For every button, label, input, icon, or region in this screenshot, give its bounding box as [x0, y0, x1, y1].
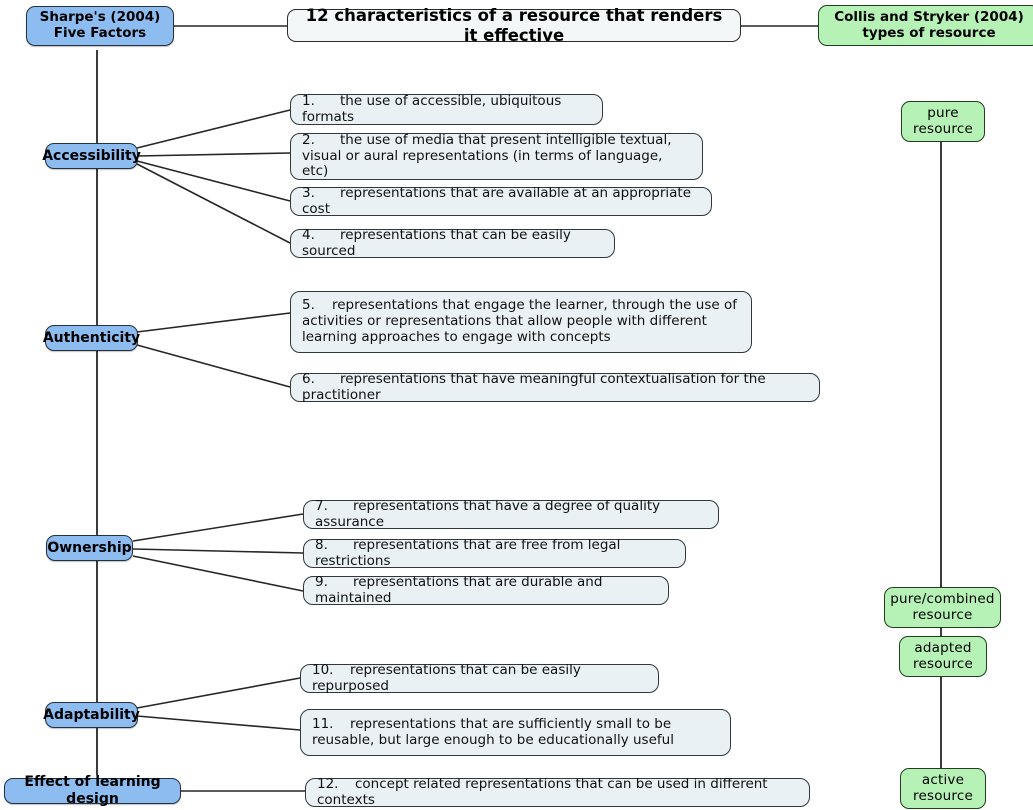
- characteristic-4-content: 4.representations that can be easily sou…: [302, 226, 604, 260]
- characteristic-12-content: 12.concept related representations that …: [317, 775, 799, 809]
- factor-authenticity-label: Authenticity: [42, 329, 141, 346]
- characteristic-item-9[interactable]: 9.representations that are durable and m…: [303, 573, 669, 607]
- characteristic-2-text: the use of media that present intelligib…: [302, 131, 672, 180]
- resource-pure[interactable]: pure resource: [901, 101, 985, 142]
- resource-active-line1: active: [921, 771, 965, 788]
- link-accessibility-4: [136, 163, 291, 244]
- resource-adapted-line2: resource: [913, 655, 973, 672]
- diagram-title-text: 12 characteristics of a resource that re…: [305, 6, 723, 45]
- characteristic-item-2[interactable]: 2.the use of media that present intellig…: [290, 131, 703, 181]
- characteristic-4-text: representations that can be easily sourc…: [302, 226, 571, 259]
- characteristic-item-5[interactable]: 5.representations that engage the learne…: [290, 291, 752, 353]
- resource-pure-combined[interactable]: pure/combined resource: [884, 587, 1001, 628]
- characteristic-item-8[interactable]: 8.representations that are free from leg…: [303, 536, 686, 570]
- characteristic-10-text: representations that can be easily repur…: [312, 661, 581, 694]
- resource-pure-line2: resource: [913, 120, 973, 137]
- characteristic-3-text: representations that are available at an…: [302, 184, 692, 217]
- diagram-title[interactable]: 12 characteristics of a resource that re…: [287, 6, 741, 45]
- characteristic-5-number: 5.: [302, 297, 315, 314]
- characteristic-item-11[interactable]: 11.representations that are sufficiently…: [300, 709, 731, 756]
- resource-adapted[interactable]: adapted resource: [899, 636, 987, 677]
- factor-adaptability[interactable]: Adaptability: [43, 702, 140, 728]
- characteristic-9-text: representations that are durable and mai…: [315, 573, 603, 606]
- characteristic-7-text: representations that have a degree of qu…: [315, 497, 661, 530]
- characteristic-9-content: 9.representations that are durable and m…: [315, 573, 658, 607]
- characteristic-8-text: representations that are free from legal…: [315, 536, 621, 569]
- characteristic-item-3[interactable]: 3.representations that are available at …: [290, 184, 712, 218]
- characteristic-12-text: concept related representations that can…: [317, 775, 768, 808]
- header-sharpe-line2: Five Factors: [53, 25, 147, 41]
- characteristic-6-text: representations that have meaningful con…: [302, 370, 766, 403]
- resource-pure-line1: pure: [927, 104, 959, 121]
- resource-pure-combined-line1: pure/combined: [890, 590, 995, 607]
- characteristic-item-1[interactable]: 1.the use of accessible, ubiquitous form…: [290, 92, 603, 126]
- link-authenticity-5: [136, 312, 291, 333]
- factor-accessibility[interactable]: Accessibility: [42, 143, 141, 169]
- link-ownership-7: [132, 513, 304, 542]
- characteristic-8-content: 8.representations that are free from leg…: [315, 536, 675, 570]
- characteristic-item-4[interactable]: 4.representations that can be easily sou…: [290, 226, 615, 260]
- characteristic-11-number: 11.: [312, 715, 334, 732]
- header-collis-line2: types of resource: [862, 24, 996, 41]
- characteristic-item-12[interactable]: 12.concept related representations that …: [305, 775, 810, 809]
- characteristic-3-number: 3.: [302, 184, 315, 201]
- factor-effect-of-learning-design[interactable]: Effect of learning design: [4, 774, 181, 807]
- characteristic-1-text: the use of accessible, ubiquitous format…: [302, 92, 562, 125]
- characteristic-11-content: 11.representations that are sufficiently…: [312, 715, 720, 749]
- header-sharpe-line1: Sharpe's (2004): [39, 9, 161, 26]
- resource-active-line2: resource: [913, 787, 973, 804]
- link-accessibility-3: [136, 160, 291, 202]
- characteristic-3-content: 3.representations that are available at …: [302, 184, 701, 218]
- link-authenticity-6: [136, 344, 291, 388]
- factor-effect-label: Effect of learning design: [24, 774, 161, 807]
- factor-ownership-label: Ownership: [47, 539, 132, 556]
- factor-authenticity[interactable]: Authenticity: [42, 325, 141, 351]
- characteristic-7-number: 7.: [315, 497, 328, 514]
- characteristic-7-content: 7.representations that have a degree of …: [315, 497, 708, 531]
- resource-pure-combined-line2: resource: [912, 606, 973, 623]
- link-adaptability-10: [136, 677, 301, 709]
- link-adaptability-11: [136, 715, 301, 731]
- characteristic-5-content: 5.representations that engage the learne…: [302, 297, 741, 346]
- characteristic-4-number: 4.: [302, 226, 315, 243]
- resource-adapted-line1: adapted: [914, 639, 972, 656]
- characteristic-1-number: 1.: [302, 92, 315, 109]
- characteristic-8-number: 8.: [315, 536, 328, 553]
- link-ownership-8: [132, 548, 304, 554]
- characteristic-11-text: representations that are sufficiently sm…: [312, 715, 674, 748]
- factor-adaptability-label: Adaptability: [43, 706, 140, 723]
- resource-active[interactable]: active resource: [900, 768, 986, 809]
- factor-accessibility-label: Accessibility: [42, 147, 141, 164]
- header-collis-line1: Collis and Stryker (2004): [834, 8, 1024, 25]
- characteristic-6-number: 6.: [302, 370, 315, 387]
- characteristic-item-10[interactable]: 10.representations that can be easily re…: [300, 661, 659, 695]
- link-ownership-9: [132, 555, 304, 592]
- header-collis-stryker[interactable]: Collis and Stryker (2004) types of resou…: [818, 5, 1033, 46]
- characteristic-2-content: 2.the use of media that present intellig…: [302, 131, 692, 181]
- characteristic-2-number: 2.: [302, 131, 315, 148]
- characteristic-12-number: 12.: [317, 775, 339, 792]
- characteristic-1-content: 1.the use of accessible, ubiquitous form…: [302, 92, 592, 126]
- characteristic-10-number: 10.: [312, 661, 334, 678]
- link-accessibility-1: [136, 109, 291, 149]
- characteristic-item-6[interactable]: 6.representations that have meaningful c…: [290, 370, 820, 404]
- characteristic-5-text: representations that engage the learner,…: [302, 297, 737, 345]
- characteristic-9-number: 9.: [315, 573, 328, 590]
- characteristic-6-content: 6.representations that have meaningful c…: [302, 370, 809, 404]
- characteristic-item-7[interactable]: 7.representations that have a degree of …: [303, 497, 719, 531]
- factor-ownership[interactable]: Ownership: [46, 535, 133, 561]
- characteristic-10-content: 10.representations that can be easily re…: [312, 661, 648, 695]
- header-sharpe-five-factors[interactable]: Sharpe's (2004) Five Factors: [26, 6, 174, 46]
- link-accessibility-2: [136, 152, 291, 157]
